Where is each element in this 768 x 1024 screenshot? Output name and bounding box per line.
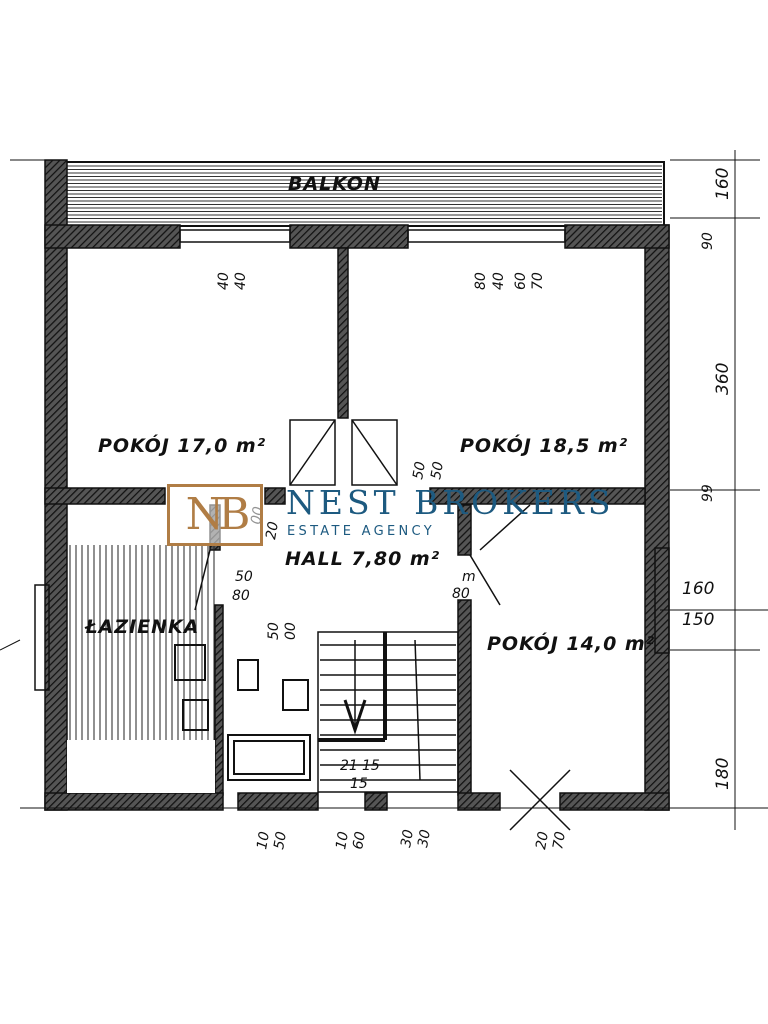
- dim-stair-c: 15: [350, 776, 368, 792]
- dim-bottom-5: 30: [398, 828, 417, 848]
- dim-hall-left-a: 50: [235, 569, 253, 585]
- dim-top-right-4: 70: [530, 272, 546, 290]
- windows: [34, 229, 670, 691]
- dim-hall-door-center-a: 50: [410, 460, 429, 480]
- room-label-pokoj-18: POKÓJ 18,5 m²: [460, 433, 628, 457]
- dim-hall-right-b: 80: [452, 586, 470, 602]
- dim-bottom-4: 60: [350, 830, 369, 850]
- dim-right-window-b: 150: [682, 610, 714, 630]
- dim-bottom-8: 70: [550, 830, 569, 850]
- balcony: /* placeholder */: [57, 161, 665, 227]
- dim-right-balcony: 160: [713, 168, 733, 200]
- dim-right-wall: 90: [700, 232, 716, 250]
- dim-right-room: 360: [713, 363, 733, 395]
- dim-bath-top-b: 00: [283, 622, 299, 640]
- dim-top-right-2: 40: [491, 272, 507, 290]
- dim-hall-right-a: m: [462, 569, 476, 585]
- dim-bottom-2: 50: [271, 830, 290, 850]
- dim-hall-left-b: 80: [232, 588, 250, 604]
- dimension-lines: [0, 150, 768, 830]
- walls: [44, 159, 670, 811]
- dim-hall-door-center-b: 50: [428, 460, 447, 480]
- nest-brokers-logo-monogram: NB: [167, 484, 263, 546]
- dim-bottom-6: 30: [415, 828, 434, 848]
- dim-stair-b: 15: [362, 758, 380, 774]
- dim-top-left-a: 40: [216, 272, 232, 290]
- dim-bottom-1: 10: [254, 830, 273, 850]
- bathroom-floor: [69, 545, 215, 740]
- dim-right-bottom: 180: [713, 758, 733, 790]
- dim-right-inner: 99: [700, 484, 716, 502]
- dim-right-window-a: 160: [682, 579, 714, 599]
- dim-top-right-1: 80: [473, 272, 489, 290]
- doors: [194, 419, 571, 831]
- dim-bath-top-a: 50: [266, 622, 282, 640]
- dim-bottom-3: 10: [333, 830, 352, 850]
- dim-top-right-3: 60: [513, 272, 529, 290]
- room-label-pokoj-14: POKÓJ 14,0 m²: [487, 631, 655, 655]
- dim-stair-a: 21: [340, 758, 358, 774]
- nest-brokers-logo-name: NEST BROKERS: [286, 483, 615, 522]
- room-label-hall: HALL 7,80 m²: [285, 548, 440, 570]
- nest-brokers-logo-tagline: ESTATE AGENCY: [287, 524, 435, 539]
- room-label-lazienka: ŁAZIENKA: [84, 616, 199, 638]
- balcony-label: BALKON: [288, 173, 381, 195]
- room-label-pokoj-17: POKÓJ 17,0 m²: [98, 433, 266, 457]
- staircase: [317, 631, 459, 793]
- dim-top-left-b: 40: [233, 272, 249, 290]
- dim-bottom-7: 20: [533, 830, 552, 850]
- bathroom-fixtures: [174, 644, 311, 781]
- dim-hall-door-left-b: 20: [263, 520, 282, 540]
